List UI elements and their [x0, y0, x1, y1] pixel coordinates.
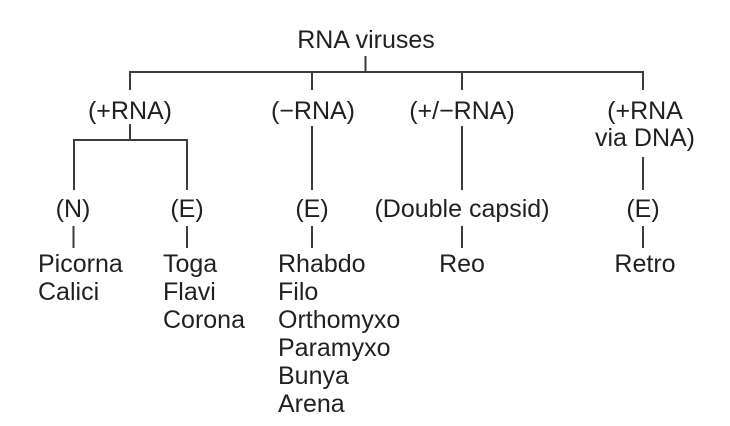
virus-name: Reo — [439, 250, 485, 278]
virus-name: Calici — [38, 278, 100, 306]
virus-name: Bunya — [278, 362, 349, 390]
sublabel-e-rhabdo: (E) — [295, 195, 329, 223]
virus-name: Paramyxo — [278, 334, 391, 362]
virus-list-retro-group: Retro — [614, 250, 675, 278]
sublabel-n: (N) — [55, 195, 91, 223]
virus-name: Rhabdo — [278, 250, 366, 278]
sublabel-e-toga: (E) — [170, 195, 204, 223]
virus-name: Arena — [278, 390, 345, 418]
virus-name: Orthomyxo — [278, 306, 401, 334]
branch-label-plus-minus-rna: (+/−RNA) — [409, 97, 515, 125]
virus-name: Filo — [278, 278, 319, 306]
branch-label-plus-rna: (+RNA) — [87, 97, 173, 125]
virus-name: Toga — [163, 250, 218, 278]
virus-name: Corona — [163, 306, 245, 334]
virus-name: Picorna — [38, 250, 123, 278]
virus-list-reo-group: Reo — [439, 250, 485, 278]
virus-name: Retro — [614, 250, 676, 278]
root-label: RNA viruses — [297, 26, 435, 54]
sublabel-e-retro: (E) — [626, 195, 660, 223]
branch-label-minus-rna: (−RNA) — [270, 97, 356, 125]
branch-label-plus-rna-via-dna: (+RNA via DNA) — [594, 97, 695, 152]
sublabel-double-capsid: (Double capsid) — [374, 195, 550, 223]
virus-name: Flavi — [163, 278, 216, 306]
